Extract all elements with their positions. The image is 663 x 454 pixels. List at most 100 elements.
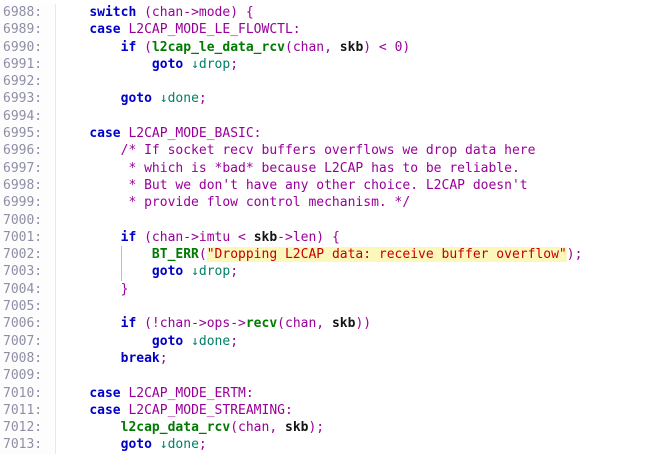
- code-plain: [152, 91, 160, 106]
- goto-target-link[interactable]: ↓done: [191, 333, 231, 349]
- line-number[interactable]: 6995:: [0, 125, 56, 143]
- code-plain: ->len) {: [277, 229, 340, 245]
- code-plain: [58, 91, 121, 106]
- code-text: if (chan->imtu < skb->len) {: [56, 229, 663, 246]
- code-line: 7004: }: [0, 280, 663, 299]
- line-number[interactable]: 6991:: [0, 55, 56, 74]
- code-text: goto ↓done;: [56, 333, 663, 350]
- code-plain: [58, 40, 121, 55]
- code-plain: (chan->imtu <: [136, 229, 254, 245]
- code-plain: )): [355, 316, 372, 332]
- code-plain: (chan,: [277, 316, 332, 332]
- goto-target-link[interactable]: ↓drop: [191, 264, 231, 280]
- code-plain: L2CAP_MODE_BASIC:: [120, 126, 262, 142]
- keyword: case: [89, 126, 121, 142]
- line-number[interactable]: 6996:: [0, 142, 56, 160]
- line-number[interactable]: 7010:: [0, 384, 56, 402]
- code-plain: [58, 437, 121, 452]
- keyword: goto: [151, 56, 184, 72]
- keyword: case: [89, 22, 121, 38]
- line-number[interactable]: 7003:: [0, 263, 56, 281]
- line-number[interactable]: 7007:: [0, 332, 56, 350]
- code-line: 7008: break;: [0, 349, 663, 368]
- code-plain: (!chan->ops->: [136, 316, 246, 332]
- code-plain: [152, 437, 160, 452]
- code-line: 6998: * But we don't have any other choi…: [0, 176, 663, 195]
- code-text: [56, 212, 663, 229]
- line-number[interactable]: 7009:: [0, 367, 56, 385]
- code-line: 7000:: [0, 211, 663, 229]
- function-link[interactable]: BT_ERR: [151, 247, 199, 263]
- goto-target-link[interactable]: ↓done: [159, 437, 199, 453]
- line-number[interactable]: 7005:: [0, 298, 56, 316]
- line-number[interactable]: 6993:: [0, 90, 56, 108]
- code-plain: ;: [230, 264, 239, 280]
- code-plain: [58, 403, 89, 418]
- code-plain: }: [58, 281, 129, 297]
- code-line: 6991: goto ↓drop;: [0, 55, 663, 74]
- code-text: goto ↓done;: [56, 90, 663, 107]
- line-number[interactable]: 6989:: [0, 21, 56, 39]
- code-line: 7002: BT_ERR("Dropping L2CAP data: recei…: [0, 246, 663, 264]
- line-number[interactable]: 6990:: [0, 38, 56, 56]
- code-line: 7001: if (chan->imtu < skb->len) {: [0, 228, 663, 247]
- goto-target-link[interactable]: ↓done: [159, 91, 199, 107]
- code-line: 7007: goto ↓done;: [0, 332, 663, 350]
- code-line: 7012: l2cap_data_rcv(chan, skb);: [0, 419, 663, 437]
- code-plain: L2CAP_MODE_STREAMING:: [120, 402, 293, 418]
- code-text: if (!chan->ops->recv(chan, skb)): [56, 315, 663, 332]
- line-number[interactable]: 7013:: [0, 436, 56, 454]
- line-number[interactable]: 6997:: [0, 159, 56, 177]
- goto-target-link[interactable]: ↓drop: [191, 56, 231, 72]
- line-number[interactable]: 6999:: [0, 194, 56, 212]
- code-plain: ;: [198, 437, 207, 453]
- code-plain: [58, 420, 121, 435]
- code-plain: L2CAP_MODE_ERTM:: [120, 385, 254, 401]
- line-number[interactable]: 7011:: [0, 401, 56, 420]
- function-link[interactable]: recv: [245, 316, 278, 332]
- code-plain: );: [566, 247, 583, 263]
- line-number[interactable]: 6998:: [0, 176, 56, 195]
- comment: * which is *bad* because L2CAP has to be…: [58, 160, 520, 176]
- function-link[interactable]: l2cap_le_data_rcv: [151, 39, 285, 55]
- code-line: 6996: /* If socket recv buffers overflow…: [0, 142, 663, 160]
- line-number[interactable]: 7012:: [0, 419, 56, 437]
- comment: * provide flow control mechanism. */: [58, 195, 411, 211]
- function-link[interactable]: l2cap_data_rcv: [120, 420, 231, 436]
- line-number[interactable]: 6992:: [0, 73, 56, 91]
- code-text: /* If socket recv buffers overflows we d…: [56, 142, 663, 159]
- line-number[interactable]: 6988:: [0, 4, 56, 22]
- code-plain: ;: [230, 333, 239, 349]
- code-line: 6994:: [0, 107, 663, 126]
- highlighted-symbol: skb: [253, 229, 278, 245]
- line-number[interactable]: 7006:: [0, 315, 56, 333]
- highlighted-symbol: skb: [285, 420, 309, 436]
- line-number[interactable]: 7002:: [0, 246, 56, 264]
- line-number[interactable]: 7001:: [0, 228, 56, 247]
- comment: /* If socket recv buffers overflows we d…: [58, 143, 536, 159]
- code-plain: ;: [198, 91, 207, 107]
- code-text: goto ↓done;: [56, 436, 663, 453]
- highlighted-symbol: skb: [339, 39, 364, 55]
- code-text: case L2CAP_MODE_ERTM:: [56, 385, 663, 402]
- code-text: if (l2cap_le_data_rcv(chan, skb) < 0): [56, 39, 663, 56]
- code-plain: [183, 334, 191, 349]
- code-text: case L2CAP_MODE_BASIC:: [56, 125, 663, 142]
- line-number[interactable]: 6994:: [0, 107, 56, 126]
- code-area: 6988: switch (chan->mode) {6989: case L2…: [0, 4, 663, 454]
- code-line: 6999: * provide flow control mechanism. …: [0, 194, 663, 212]
- line-number[interactable]: 7008:: [0, 349, 56, 368]
- keyword: goto: [120, 437, 152, 453]
- code-text: * provide flow control mechanism. */: [56, 194, 663, 211]
- keyword: if: [120, 316, 137, 332]
- line-number[interactable]: 7004:: [0, 280, 56, 299]
- code-line: 7011: case L2CAP_MODE_STREAMING:: [0, 401, 663, 420]
- line-number[interactable]: 7000:: [0, 211, 56, 229]
- code-line: 7003: goto ↓drop;: [0, 263, 663, 281]
- code-plain: [58, 316, 121, 331]
- keyword: if: [120, 39, 137, 55]
- code-text: * which is *bad* because L2CAP has to be…: [56, 160, 663, 177]
- code-plain: (: [136, 39, 152, 55]
- code-plain: (chan->mode) {: [136, 5, 254, 20]
